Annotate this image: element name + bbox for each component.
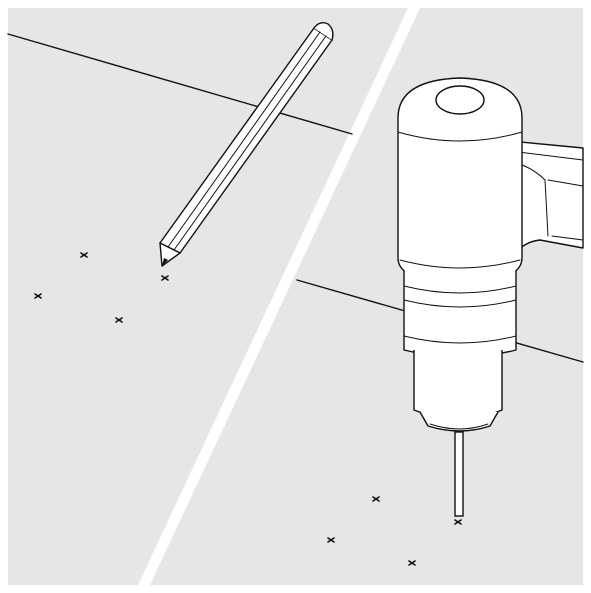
mark-x [327,537,335,543]
mark-x [161,275,169,281]
pencil-icon [159,21,334,267]
left-wall-surface [8,8,408,585]
left-drill-marks [34,252,169,323]
mark-x [34,293,42,299]
mark-x [80,252,88,258]
mark-x [408,560,416,566]
mark-x [372,496,380,502]
right-drill-marks [327,496,462,566]
mark-x [115,317,123,323]
drill-icon [397,77,584,517]
drilling-panel [150,8,584,585]
left-wall-edge [7,33,353,135]
mark-x [454,519,462,525]
marking-panel [7,8,408,585]
